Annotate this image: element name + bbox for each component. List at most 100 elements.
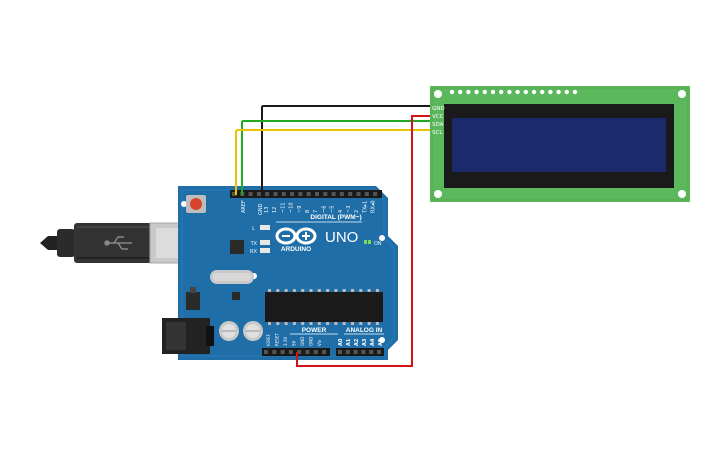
chip-pin [375, 289, 379, 292]
header-pin[interactable] [248, 192, 253, 196]
usb-cable[interactable] [40, 222, 211, 264]
chip-pin [317, 289, 321, 292]
header-pin[interactable] [315, 192, 319, 196]
header-pin[interactable] [280, 350, 285, 354]
led-on: ON [364, 240, 382, 247]
header-pin[interactable] [306, 192, 311, 196]
chip-pin [268, 322, 271, 325]
header-pin[interactable] [264, 350, 268, 354]
header-pin[interactable] [256, 192, 261, 196]
lcd-pin-vcc: VCC [432, 114, 444, 120]
header-pin[interactable] [331, 192, 336, 196]
chip-pin [301, 322, 305, 325]
header-pin[interactable] [281, 192, 286, 196]
wire-gnd[interactable] [261, 105, 430, 195]
reset-button[interactable] [186, 195, 206, 213]
header-pin[interactable] [232, 192, 236, 196]
header-pin[interactable] [288, 350, 293, 354]
digital-pin-number: TX▸1 [362, 201, 368, 214]
chip-pin [309, 289, 313, 292]
header-pin[interactable] [273, 192, 278, 196]
lcd-i2c-module[interactable]: GND VCC SDA SCL [430, 86, 690, 202]
chip-pin [292, 322, 296, 325]
aref-label: AREF [241, 200, 247, 213]
chip-pin [326, 322, 330, 325]
mounting-hole [181, 201, 187, 207]
lcd-pin-sda: SDA [432, 122, 444, 128]
header-pin[interactable] [353, 350, 358, 354]
power-pin-label: RESET [275, 333, 280, 346]
lcd-pad [458, 89, 463, 95]
lcd-pad [523, 89, 528, 95]
atmega-chip [265, 289, 383, 325]
power-label: POWER [302, 327, 327, 334]
digital-pwm-label: DIGITAL (PWM~) [310, 214, 361, 221]
header-pin[interactable] [361, 350, 366, 354]
digital-pin-number: ~3 [346, 206, 352, 213]
header-pin[interactable] [377, 350, 381, 354]
header-pin[interactable] [373, 192, 378, 196]
power-pin-label: 5V [292, 340, 297, 346]
lcd-pad [474, 89, 479, 95]
header-pin[interactable] [265, 192, 270, 196]
svg-text:TX: TX [251, 241, 258, 247]
chip-pin [334, 322, 338, 325]
gnd-label: GND [258, 203, 264, 215]
chip-pin [367, 322, 371, 325]
header-pin[interactable] [369, 350, 374, 354]
digital-pin-number: ~9 [297, 206, 303, 213]
chip-pin [276, 289, 280, 292]
chip-pin [326, 289, 330, 292]
wire-scl[interactable] [235, 129, 430, 195]
lcd-pad [564, 89, 569, 95]
header-pin[interactable] [272, 350, 277, 354]
dc-power-jack[interactable] [162, 318, 214, 354]
header-pin[interactable] [322, 350, 327, 354]
lcd-pad [515, 89, 520, 95]
lcd-pin-gnd: GND [432, 106, 445, 112]
crystal-oscillator [210, 270, 254, 284]
header-pin[interactable] [356, 192, 361, 196]
chip-pin [359, 289, 363, 292]
power-pin-label: Vin [317, 339, 322, 346]
analog-header [336, 348, 384, 356]
header-pin[interactable] [364, 192, 369, 196]
arduino-logo: ARDUINO UNO [275, 227, 358, 253]
header-pin[interactable] [339, 192, 344, 196]
capacitor [219, 321, 239, 341]
chip-pin [292, 289, 296, 292]
header-pin[interactable] [305, 350, 310, 354]
chip-pin [351, 289, 354, 292]
lcd-pad [449, 89, 455, 95]
chip-pin [342, 322, 346, 325]
power-pin-label: IOREF [266, 333, 271, 346]
header-pin[interactable] [345, 350, 350, 354]
wire-sda[interactable] [241, 120, 430, 195]
header-pin[interactable] [348, 192, 353, 196]
header-pin[interactable] [338, 350, 342, 354]
chip-pin [317, 322, 321, 325]
analog-pin-label: A2 [354, 338, 360, 346]
led-rx: RX [250, 248, 270, 255]
lcd-pad [482, 89, 487, 95]
header-pin[interactable] [298, 192, 303, 196]
header-pin[interactable] [313, 350, 318, 354]
usb-controller-chip [230, 240, 244, 254]
header-pin[interactable] [290, 192, 295, 196]
wire-5v[interactable] [296, 115, 430, 367]
digital-pin-number: 4 [338, 210, 344, 213]
lcd-pin-scl: SCL [432, 130, 443, 136]
lcd-pad [548, 89, 553, 95]
lcd-pad [540, 89, 545, 95]
header-pin[interactable] [323, 192, 328, 196]
digital-pin-number: RX◂0 [371, 200, 377, 213]
header-pin[interactable] [297, 350, 302, 354]
analog-in-label: ANALOG IN [346, 327, 383, 334]
chip-pin [359, 322, 363, 325]
digital-pin-number: 12 [272, 207, 278, 213]
digital-pin-number: 7 [313, 210, 319, 213]
chip-pin [367, 289, 371, 292]
mounting-hole [379, 235, 385, 241]
